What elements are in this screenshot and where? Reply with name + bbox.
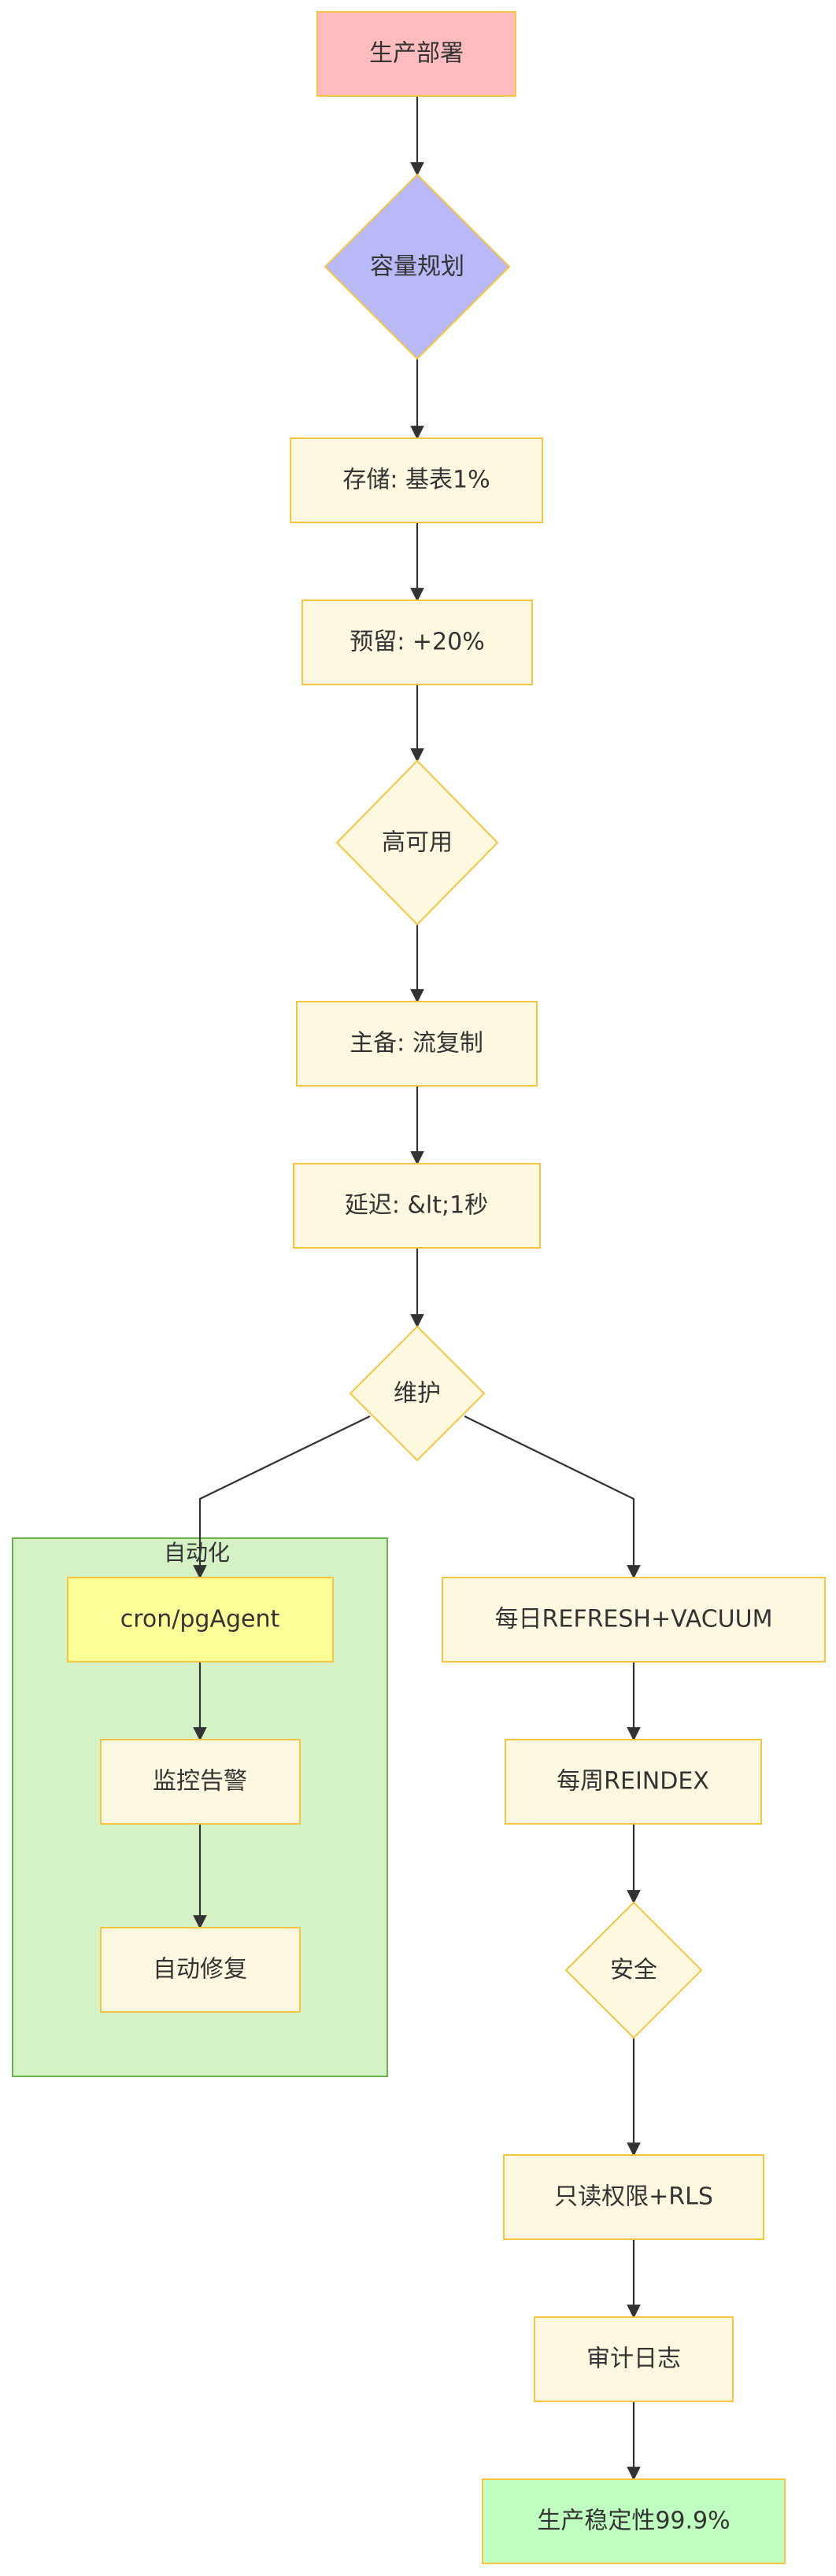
node-security: 安全: [564, 1901, 703, 2039]
node-autofix: 自动修复: [100, 1927, 301, 2013]
node-security-shape: [564, 1901, 703, 2039]
node-readonly: 只读权限+RLS: [503, 2154, 764, 2240]
node-readonly-shape: [503, 2154, 764, 2240]
node-security-label: 安全: [610, 1957, 657, 1984]
node-deploy-label: 生产部署: [369, 40, 464, 68]
node-reserve-label: 预留: +20%: [350, 629, 484, 656]
node-storage-label: 存储: 基表1%: [342, 467, 490, 494]
node-daily-label: 每日REFRESH+VACUUM: [495, 1606, 773, 1633]
node-ha: 高可用: [335, 759, 499, 926]
node-weekly-shape: [505, 1739, 762, 1825]
node-replication-shape: [296, 1001, 538, 1087]
node-maintenance: 维护: [349, 1325, 486, 1462]
node-storage: 存储: 基表1%: [290, 437, 543, 523]
node-reserve-shape: [301, 600, 533, 685]
node-capacity: 容量规划: [324, 173, 511, 360]
node-weekly-label: 每周REINDEX: [557, 1768, 709, 1795]
node-autofix-shape: [100, 1927, 301, 2013]
edges: [193, 96, 641, 2481]
node-cron-label: cron/pgAgent: [120, 1606, 280, 1633]
node-maintenance-shape: [349, 1325, 486, 1462]
node-ha-shape: [335, 759, 499, 926]
node-stability: 生产稳定性99.9%: [482, 2478, 786, 2564]
node-audit: 审计日志: [534, 2316, 734, 2402]
node-latency-label: 延迟: &lt;1秒: [345, 1192, 488, 1220]
node-reserve: 预留: +20%: [301, 600, 533, 685]
node-audit-label: 审计日志: [586, 2345, 681, 2373]
node-stability-label: 生产稳定性99.9%: [537, 2508, 730, 2535]
node-weekly: 每周REINDEX: [505, 1739, 762, 1825]
node-capacity-shape: [324, 173, 511, 360]
node-monitor-shape: [100, 1739, 301, 1825]
node-maintenance-label: 维护: [394, 1380, 441, 1408]
node-ha-label: 高可用: [382, 829, 453, 857]
node-deploy: 生产部署: [316, 11, 516, 97]
node-capacity-label: 容量规划: [370, 253, 464, 281]
node-autofix-label: 自动修复: [153, 1956, 247, 1984]
node-readonly-label: 只读权限+RLS: [554, 2183, 713, 2211]
automation-group-label: 自动化: [164, 1540, 230, 1566]
node-replication-label: 主备: 流复制: [350, 1030, 483, 1057]
node-latency-shape: [293, 1163, 541, 1249]
node-replication: 主备: 流复制: [296, 1001, 538, 1087]
node-cron: cron/pgAgent: [67, 1577, 334, 1663]
node-storage-shape: [290, 437, 543, 523]
node-daily: 每日REFRESH+VACUUM: [442, 1577, 826, 1663]
node-cron-shape: [67, 1577, 334, 1663]
edge-maintenance-cron: [193, 1415, 371, 1579]
node-daily-shape: [442, 1577, 826, 1663]
node-latency: 延迟: &lt;1秒: [293, 1163, 541, 1249]
node-stability-shape: [482, 2478, 786, 2564]
node-monitor-label: 监控告警: [153, 1768, 247, 1795]
node-audit-shape: [534, 2316, 734, 2402]
edge-maintenance-daily: [464, 1415, 641, 1579]
node-deploy-shape: [316, 11, 516, 97]
node-monitor: 监控告警: [100, 1739, 301, 1825]
